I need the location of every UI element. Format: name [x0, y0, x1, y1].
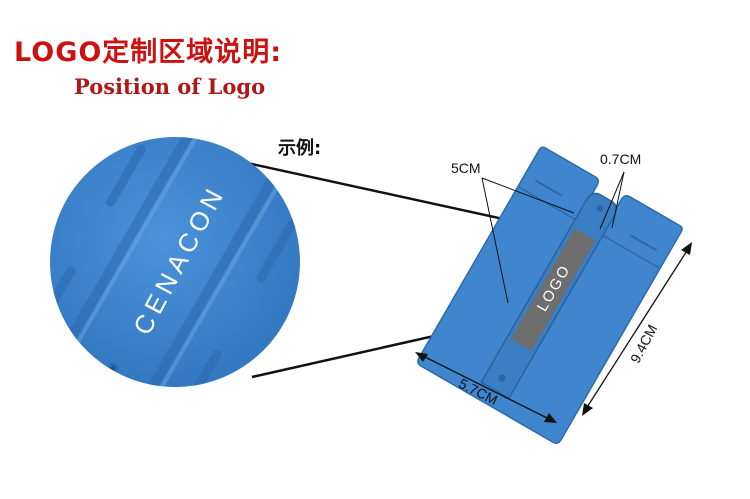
page-subtitle: Position of Logo [74, 74, 266, 99]
product-card: LOGO [417, 146, 683, 444]
logo-area [510, 228, 596, 352]
logo-height-label: 0.7CM [600, 151, 641, 167]
example-label: 示例: [278, 138, 322, 159]
zoom-circle: CENACON [50, 137, 300, 387]
width-dimension [415, 352, 557, 423]
logo-width-label: 5CM [451, 160, 481, 176]
page-title: LOGO定制区域说明: [14, 37, 283, 68]
height-dimension [582, 242, 692, 416]
card-height-label: 9.4CM [627, 322, 660, 366]
